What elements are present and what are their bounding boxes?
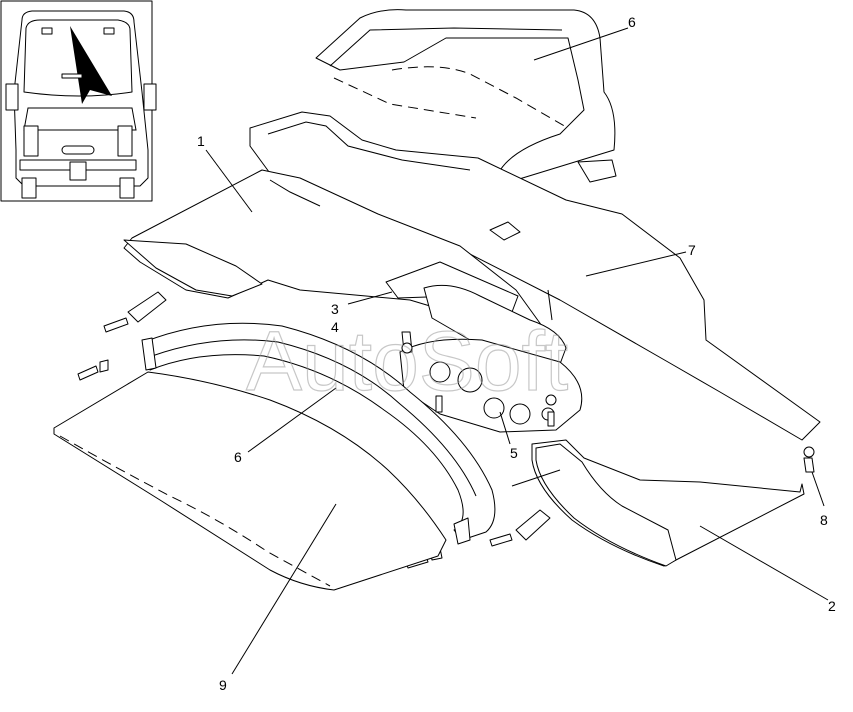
- leader-lines: [205, 27, 829, 675]
- center-tunnel-assembly: [399, 284, 583, 433]
- plate-hole-3: [483, 397, 505, 419]
- mirror-left: [5, 83, 19, 111]
- leader-2: [699, 525, 829, 601]
- washer-right: [803, 446, 815, 458]
- center-plate: [399, 338, 583, 433]
- upper-mat-hidden-line-2: [333, 77, 477, 119]
- curved-trim-outline: [143, 322, 496, 541]
- view-direction-arrow-icon: [70, 26, 112, 104]
- screw-left: [77, 365, 99, 381]
- upper-mat-hidden-line: [391, 66, 569, 129]
- floor-mat-hidden-edge: [59, 435, 331, 587]
- callout-8: 8: [820, 512, 828, 528]
- part-2-right-panel: [511, 439, 805, 567]
- license-plate: [69, 161, 87, 181]
- window-marker-left: [41, 27, 53, 35]
- mirror-right: [143, 83, 157, 111]
- callout-2: 2: [828, 598, 836, 614]
- rear-door-panel: [23, 107, 137, 131]
- callout-6-top: 6: [628, 14, 636, 30]
- leader-7: [585, 251, 687, 277]
- vehicle-rear-view-inset: [0, 0, 157, 202]
- tail-light-right: [117, 125, 133, 157]
- screw-lower-center: [489, 533, 513, 547]
- callout-6-lower: 6: [234, 449, 242, 465]
- plate-hole-2: [457, 367, 483, 393]
- part-6-curved-trim: [141, 322, 496, 545]
- screw-right: [803, 457, 815, 473]
- screw-center-right: [547, 411, 555, 427]
- curved-trim-groove: [151, 339, 477, 497]
- washer-left: [99, 359, 109, 373]
- washer-center-top: [401, 342, 413, 354]
- left-panel-slot: [269, 179, 321, 207]
- part-9-floor-mat: [53, 371, 447, 591]
- leader-3: [347, 291, 393, 305]
- rear-handle: [61, 145, 95, 155]
- leader-9: [231, 503, 337, 675]
- leader-6-top: [533, 27, 629, 61]
- floor-panel-tab: [489, 221, 521, 241]
- window-marker-right: [103, 27, 115, 35]
- callout-1: 1: [197, 133, 205, 149]
- upper-mat-outline: [315, 9, 616, 181]
- callout-4: 4: [331, 319, 339, 335]
- wheel-left: [21, 177, 37, 199]
- watermark: AutoSoft: [246, 314, 568, 408]
- callout-5: 5: [510, 445, 518, 461]
- leader-8: [811, 471, 825, 507]
- callout-3: 3: [331, 301, 339, 317]
- leader-5: [499, 411, 511, 445]
- washer-center-right: [545, 394, 557, 406]
- left-panel-step: [123, 239, 263, 297]
- callout-9: 9: [219, 677, 227, 693]
- curved-trim-bottom-cap: [453, 517, 471, 545]
- floor-panel-edge: [267, 121, 471, 171]
- callout-numbers: 6 1 7 3 4 5 6 8 2 9: [197, 14, 836, 693]
- leader-1: [205, 149, 253, 213]
- badge: [61, 73, 83, 79]
- curved-trim-end-cap: [141, 337, 157, 371]
- tail-light-left: [23, 125, 39, 157]
- callout-7: 7: [688, 242, 696, 258]
- clip-lower-center: [515, 509, 551, 541]
- floor-mat-outline: [53, 371, 447, 591]
- wheel-right: [119, 177, 135, 199]
- floor-panel-fastener-line: [547, 289, 553, 321]
- plate-hole-4: [509, 403, 531, 425]
- center-duct: [423, 284, 567, 365]
- screw-center: [435, 395, 443, 413]
- part-6-upper-mat: [315, 9, 617, 183]
- screw-upper-left: [103, 317, 129, 333]
- right-panel-edge: [511, 469, 561, 487]
- right-panel-step: [535, 443, 677, 567]
- plate-hole-1: [429, 361, 451, 383]
- leader-6-lower: [247, 387, 337, 453]
- upper-mat-clip: [577, 159, 617, 183]
- upper-mat-inner-edge: [329, 27, 563, 67]
- clip-upper-left: [127, 291, 167, 323]
